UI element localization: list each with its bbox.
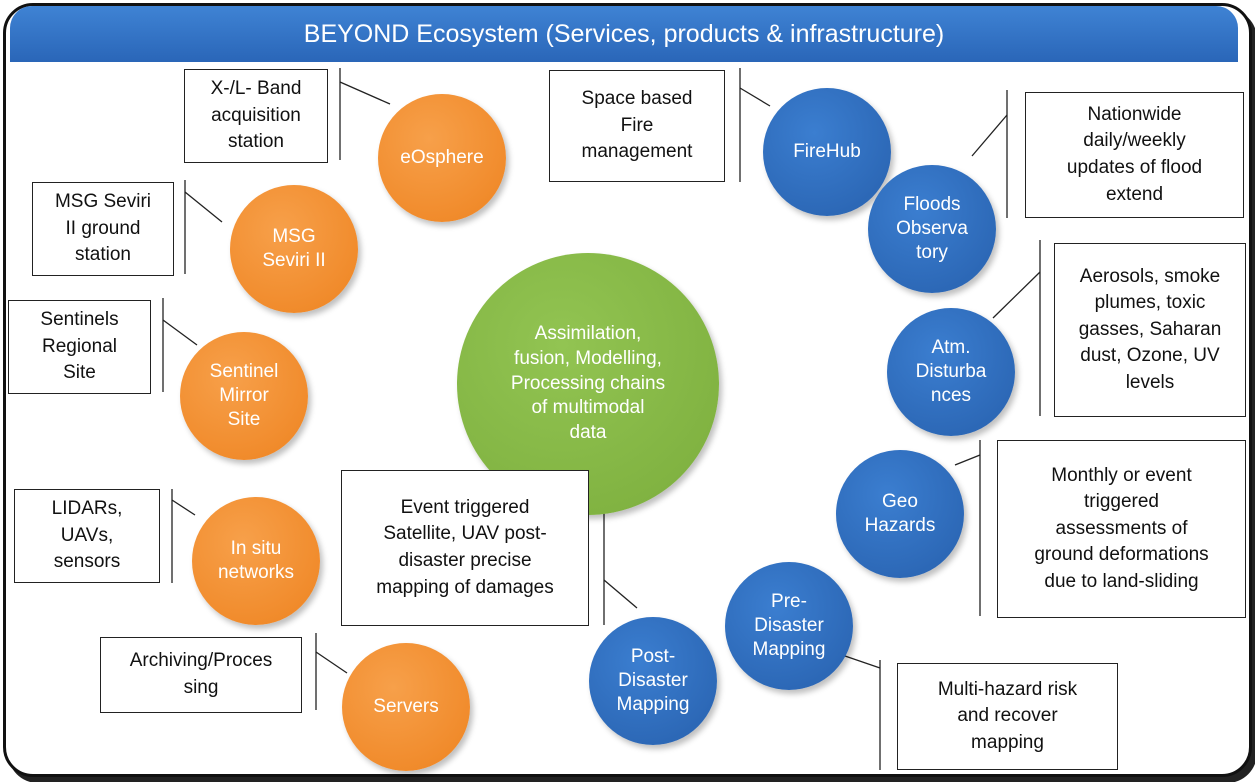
connector-line bbox=[739, 87, 771, 107]
box-multi-hazard-risk: Multi-hazard risk and recover mapping bbox=[897, 663, 1118, 770]
node-eosphere: eOsphere bbox=[378, 94, 506, 222]
connector-line bbox=[844, 655, 881, 669]
node-in-situ-networks: In situ networks bbox=[192, 497, 320, 625]
connector-line bbox=[339, 81, 391, 105]
node-post-disaster-mapping: Post- Disaster Mapping bbox=[589, 617, 717, 745]
title-bar: BEYOND Ecosystem (Services, products & i… bbox=[10, 6, 1238, 62]
connector-line bbox=[171, 499, 196, 516]
connector-line bbox=[992, 271, 1041, 319]
box-xl-band-station: X-/L- Band acquisition station bbox=[184, 69, 328, 163]
box-archiving-processing: Archiving/Proces sing bbox=[100, 637, 302, 713]
box-lidars-uavs-sensors: LIDARs, UAVs, sensors bbox=[14, 489, 160, 583]
connector-line bbox=[315, 651, 348, 674]
box-flood-updates: Nationwide daily/weekly updates of flood… bbox=[1025, 92, 1244, 218]
connector-line bbox=[184, 191, 223, 223]
node-sentinel-mirror-site: Sentinel Mirror Site bbox=[180, 332, 308, 460]
node-geo-hazards: Geo Hazards bbox=[836, 450, 964, 578]
box-msg-ground-station: MSG Seviri II ground station bbox=[32, 182, 174, 276]
connector-line bbox=[162, 319, 198, 346]
node-msg-seviri: MSG Seviri II bbox=[230, 185, 358, 313]
node-pre-disaster-mapping: Pre- Disaster Mapping bbox=[725, 562, 853, 690]
node-servers: Servers bbox=[342, 643, 470, 771]
box-sentinels-regional-site: Sentinels Regional Site bbox=[8, 300, 151, 394]
box-fire-management: Space based Fire management bbox=[549, 70, 725, 182]
connector-line bbox=[954, 454, 981, 466]
connector-line bbox=[971, 114, 1008, 157]
connector-line bbox=[603, 579, 638, 609]
box-aerosols: Aerosols, smoke plumes, toxic gasses, Sa… bbox=[1054, 243, 1246, 417]
node-atm-disturbances: Atm. Disturba nces bbox=[887, 308, 1015, 436]
node-firehub: FireHub bbox=[763, 88, 891, 216]
box-event-triggered-mapping: Event triggered Satellite, UAV post- dis… bbox=[341, 470, 589, 626]
box-ground-deformations: Monthly or event triggered assessments o… bbox=[997, 440, 1246, 618]
node-floods-observatory: Floods Observa tory bbox=[868, 165, 996, 293]
